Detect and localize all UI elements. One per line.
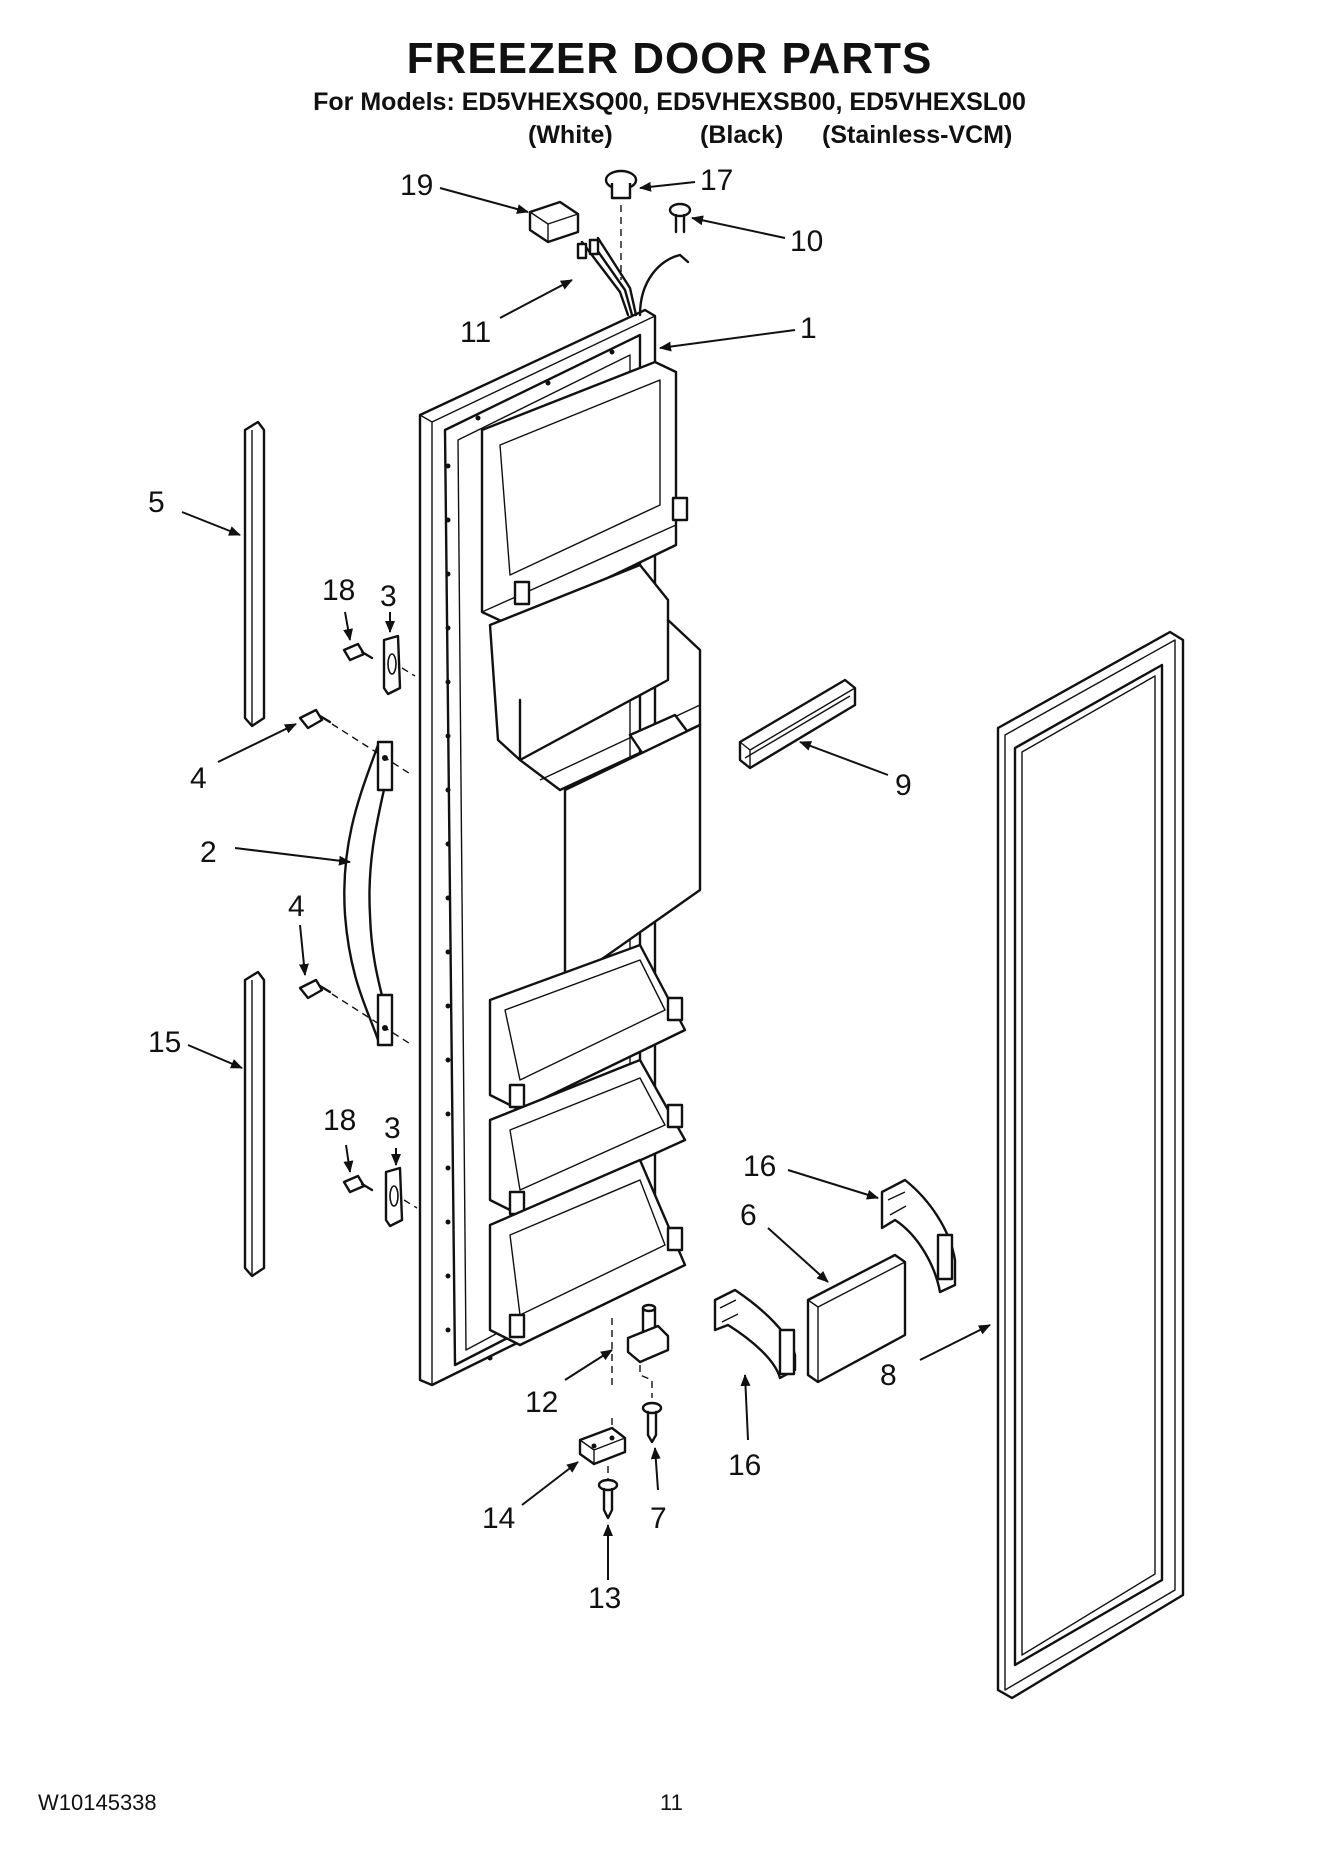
callout-3-upper: 3 xyxy=(380,580,397,613)
screw-18-lower xyxy=(342,1174,374,1194)
screw-4-lower xyxy=(298,978,413,1046)
callout-18-upper: 18 xyxy=(322,574,355,607)
callout-7: 7 xyxy=(650,1502,667,1535)
callout-9: 9 xyxy=(895,769,912,802)
screw-4-upper xyxy=(298,708,413,776)
wire-harness-part xyxy=(576,236,690,317)
screw-part xyxy=(668,202,692,234)
door-gasket xyxy=(996,630,1185,1700)
callout-14: 14 xyxy=(482,1502,515,1535)
door-panel xyxy=(418,308,702,1387)
page-title: FREEZER DOOR PARTS xyxy=(406,34,933,83)
hinge-cover-lower xyxy=(713,1288,797,1380)
screw-18-upper xyxy=(342,642,374,662)
trim-strip-upper xyxy=(243,420,266,728)
callout-13: 13 xyxy=(588,1582,621,1615)
callout-4-upper: 4 xyxy=(190,762,207,795)
trim-strip-lower xyxy=(243,970,266,1278)
page-number: 11 xyxy=(660,1790,683,1815)
document-number: W10145338 xyxy=(38,1790,157,1815)
variant-white: (White) xyxy=(528,121,613,149)
callout-labels: 19 17 10 11 1 5 18 3 4 9 2 4 15 18 3 16 … xyxy=(148,164,912,1615)
hinge-pin xyxy=(611,1303,670,1398)
screw-13 xyxy=(597,1466,619,1520)
callout-1: 1 xyxy=(800,312,817,345)
callout-3-lower: 3 xyxy=(384,1112,401,1145)
model-list: For Models: ED5VHEXSQ00, ED5VHEXSB00, ED… xyxy=(313,88,1026,116)
callout-12: 12 xyxy=(525,1386,558,1419)
callout-8: 8 xyxy=(880,1359,897,1392)
plug-part xyxy=(604,169,638,280)
callout-17: 17 xyxy=(700,164,733,197)
variant-stainless: (Stainless-VCM) xyxy=(822,121,1013,149)
clip-3-lower xyxy=(384,1166,418,1228)
leader-arrows xyxy=(181,181,991,1580)
rail-part xyxy=(738,678,857,770)
hinge-bracket xyxy=(578,1418,627,1466)
callout-10: 10 xyxy=(790,225,823,258)
clip-3-upper xyxy=(382,634,416,696)
callout-11: 11 xyxy=(460,316,491,349)
callout-4-lower: 4 xyxy=(288,890,305,923)
connector-part xyxy=(528,200,580,244)
hinge-plate xyxy=(806,1253,907,1384)
door-handle xyxy=(343,740,394,1047)
callout-15: 15 xyxy=(148,1026,181,1059)
callout-19: 19 xyxy=(400,169,433,202)
callout-2: 2 xyxy=(200,836,217,869)
variant-black: (Black) xyxy=(700,121,784,149)
hinge-cover-upper xyxy=(880,1178,957,1294)
callout-16-lower: 16 xyxy=(728,1449,761,1482)
callout-18-lower: 18 xyxy=(323,1104,356,1137)
screw-7 xyxy=(641,1401,663,1444)
callout-16-upper: 16 xyxy=(743,1150,776,1183)
callout-5: 5 xyxy=(148,486,165,519)
callout-6: 6 xyxy=(740,1199,757,1232)
